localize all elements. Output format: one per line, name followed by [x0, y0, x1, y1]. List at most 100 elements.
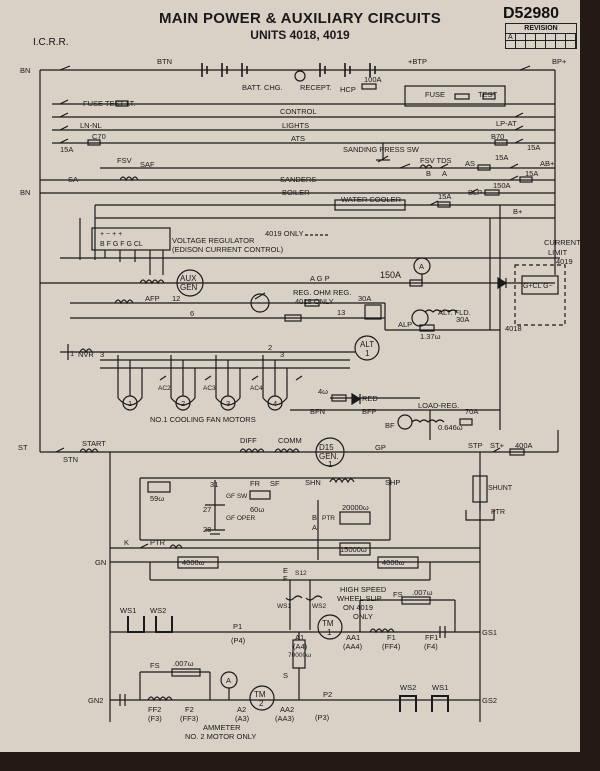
- label-gf-oper: GF OPER: [226, 515, 256, 522]
- page-subtitle: UNITS 4018, 4019: [250, 28, 350, 42]
- label-a2: A2: [237, 705, 246, 714]
- label-fs-1: FS: [393, 590, 403, 599]
- label-ats: ATS: [291, 134, 305, 143]
- label-27: 27: [203, 505, 211, 514]
- label-15a-sanders: 15A: [525, 169, 538, 178]
- label-sanding-press-sw: SANDING PRESS SW: [343, 145, 420, 154]
- label-12: 12: [172, 294, 180, 303]
- label-stp: STP: [468, 441, 483, 450]
- label-alt-num: 1: [365, 349, 370, 358]
- label-gen: GEN: [180, 283, 198, 292]
- label-boiler: BOILER: [282, 188, 310, 197]
- label-start: START: [82, 439, 106, 448]
- label-f1: F1: [387, 633, 396, 642]
- label-on-4019: ON 4019: [343, 603, 373, 612]
- label-28: 28: [203, 525, 211, 534]
- label-60w: 60ω: [250, 505, 264, 514]
- auxiliary-wiring: [39, 63, 566, 440]
- label-nvr-1: 1: [70, 349, 74, 358]
- label-st-plus: ST+: [490, 441, 505, 450]
- label-a-meter: A: [419, 262, 424, 271]
- label-vr-terminals: + − + +: [100, 231, 122, 238]
- diagram-labels: BN BTN +BTP BP+ BATT. CHG. RECEPT. HCP 1…: [18, 57, 580, 741]
- label-f: F: [283, 574, 288, 583]
- label-vr-4019: 4019 ONLY: [265, 229, 304, 238]
- label-only: ONLY: [353, 612, 373, 621]
- label-e: E: [283, 566, 288, 575]
- label-no2-motor: NO. 2 MOTOR ONLY: [185, 732, 256, 741]
- label-high-speed: HIGH SPEED: [340, 585, 387, 594]
- label-p4: (P4): [231, 636, 246, 645]
- label-sa: SA: [68, 175, 78, 184]
- label-shp: SHP: [385, 478, 400, 487]
- label-007-a: .007ω: [412, 588, 433, 597]
- label-saf: SAF: [140, 160, 155, 169]
- label-007-b: .007ω: [173, 659, 194, 668]
- label-ff3: (FF3): [180, 714, 199, 723]
- label-bp-plus: BP+: [552, 57, 567, 66]
- label-as: AS: [465, 159, 475, 168]
- drawing-number: D52980: [503, 5, 560, 22]
- label-test: TEST: [478, 90, 498, 99]
- label-sanders: SANDERS: [280, 175, 316, 184]
- label-ptr-vert: PTR: [322, 515, 335, 522]
- label-15a-cooler: 15A: [438, 192, 451, 201]
- label-fuse-test-lt: FUSE TEST LT.: [83, 99, 136, 108]
- circuit-diagram: BN BTN +BTP BP+ BATT. CHG. RECEPT. HCP 1…: [18, 57, 580, 741]
- label-btp: +BTP: [408, 57, 427, 66]
- label-gs2: GS2: [482, 696, 497, 705]
- label-gf-sw: GF SW: [226, 493, 248, 500]
- label-motor-3: 3: [226, 399, 230, 408]
- label-red: RED: [362, 394, 378, 403]
- label-lights: LIGHTS: [282, 121, 309, 130]
- label-ac3: AC3: [203, 385, 216, 392]
- label-4w: 4ω: [318, 387, 328, 396]
- label-gen1-num: 1: [328, 460, 333, 469]
- label-vr-letters: B F G F G CL: [100, 241, 143, 248]
- label-nvr: NVR: [78, 350, 94, 359]
- label-a3: (A3): [235, 714, 250, 723]
- label-30a-1: 30A: [358, 294, 371, 303]
- label-wheel-slip: WHEEL SLIP: [337, 594, 382, 603]
- label-ptr-k: PTR: [150, 538, 166, 547]
- label-reg-ohm: REG. OHM REG.: [293, 288, 351, 297]
- label-blp: BLP: [468, 188, 482, 197]
- label-4000w-a: 4000ω: [182, 558, 205, 567]
- label-gen1: GEN.: [319, 452, 339, 461]
- label-control: CONTROL: [280, 107, 317, 116]
- label-stn: STN: [63, 455, 78, 464]
- label-bf: BF: [385, 421, 395, 430]
- label-agp: A G P: [310, 274, 330, 283]
- label-diff: DIFF: [240, 436, 257, 445]
- label-alt: ALT: [360, 340, 374, 349]
- label-d15: D15: [319, 443, 334, 452]
- label-ws2-b: WS2: [400, 683, 416, 692]
- label-aa2: AA2: [280, 705, 294, 714]
- label-b70: B70: [491, 132, 504, 141]
- label-b-ptr: B: [312, 513, 317, 522]
- label-gs1: GS1: [482, 628, 497, 637]
- label-15000w: 15000ω: [340, 545, 367, 554]
- label-2: 2: [268, 343, 272, 352]
- label-3: 3: [280, 350, 284, 359]
- label-ws1-b: WS1: [432, 683, 448, 692]
- label-a1: A1: [295, 633, 304, 642]
- label-aux: AUX: [180, 274, 197, 283]
- label-70000w: 70000ω: [288, 652, 311, 659]
- label-p2: P2: [323, 690, 332, 699]
- label-1-37: 1.37ω: [420, 332, 441, 341]
- label-fuse: FUSE: [425, 90, 445, 99]
- label-20000w: 20000ω: [342, 503, 369, 512]
- label-70a: 70A: [465, 407, 478, 416]
- main-power-wiring: [39, 430, 559, 722]
- label-comm: COMM: [278, 436, 302, 445]
- label-gcl: G+CL G−: [523, 283, 553, 290]
- label-aa4: (AA4): [343, 642, 363, 651]
- label-a-ptr: A: [312, 523, 317, 532]
- label-4018: 4018: [505, 324, 522, 333]
- label-13: 13: [337, 308, 345, 317]
- label-water-cooler: WATER COOLER: [341, 195, 402, 204]
- label-f4: (F4): [424, 642, 438, 651]
- label-15a-left: 15A: [60, 145, 73, 154]
- revision-grid: [506, 33, 576, 48]
